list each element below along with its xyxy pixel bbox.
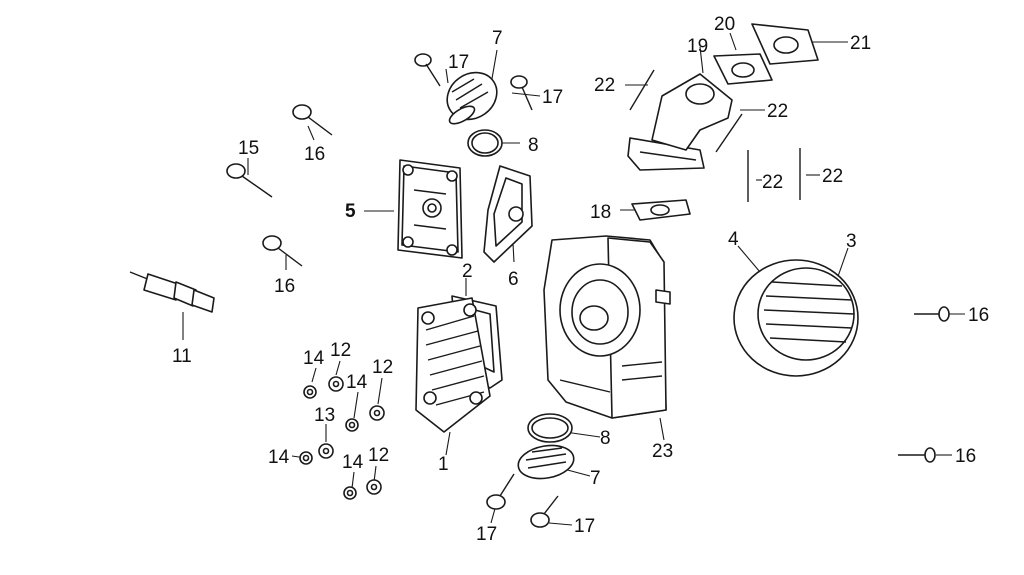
- callout-1: 1: [438, 454, 449, 475]
- callout-6: 6: [508, 269, 519, 290]
- callout-22-d: 22: [822, 166, 843, 187]
- washer-part-13: [318, 443, 334, 459]
- valve-cap-part-7-upper: [446, 71, 498, 125]
- gasket-part-6: [483, 165, 533, 263]
- flange-part-21: [751, 23, 819, 65]
- callout-14-c: 14: [268, 447, 290, 468]
- spark-plug-part-11: [129, 271, 215, 313]
- nut-part-14-c: [299, 451, 313, 465]
- stud-part-22-a: [629, 69, 655, 111]
- callout-22-b: 22: [767, 101, 788, 122]
- washer-part-12-c: [366, 479, 382, 495]
- bolt-part-16-right-lower: [898, 447, 936, 463]
- o-ring-part-8-upper: [467, 129, 503, 157]
- washer-part-12-a: [328, 376, 344, 392]
- callout-12-a: 12: [330, 340, 351, 361]
- callout-17-lower-left: 17: [476, 524, 497, 545]
- nut-part-14-d: [343, 486, 357, 500]
- callout-16-left: 16: [274, 276, 295, 297]
- callout-22-a: 22: [594, 75, 615, 96]
- callout-18: 18: [590, 202, 611, 223]
- callout-12-c: 12: [368, 445, 389, 466]
- callout-17-upper-left: 17: [448, 52, 469, 73]
- callout-11: 11: [172, 346, 192, 367]
- callout-17-lower-right: 17: [574, 516, 595, 537]
- valve-cap-part-7-lower: [517, 444, 575, 480]
- rocker-cover-part-5: [397, 159, 463, 259]
- callout-12-b: 12: [372, 357, 393, 378]
- bolt-part-16-right-upper: [914, 306, 950, 322]
- cylinder-head-part-1: [415, 297, 491, 433]
- bolt-part-15: [226, 163, 273, 198]
- cooling-shroud-part-23: [543, 235, 671, 419]
- bolt-part-17-lower-right: [530, 495, 559, 528]
- gasket-part-20: [713, 53, 773, 85]
- callout-21: 21: [850, 33, 871, 54]
- callout-15: 15: [238, 138, 259, 159]
- callout-4: 4: [728, 229, 739, 250]
- nut-part-14-a: [303, 385, 317, 399]
- callout-16-right-lower: 16: [955, 446, 976, 467]
- bolt-part-17-upper-right: [510, 75, 533, 111]
- callout-19: 19: [687, 36, 708, 57]
- callout-13: 13: [314, 405, 335, 426]
- callout-20: 20: [714, 14, 735, 35]
- callout-8-upper: 8: [528, 135, 539, 156]
- callout-2: 2: [462, 261, 473, 282]
- callout-23: 23: [652, 441, 673, 462]
- callout-14-b: 14: [346, 372, 368, 393]
- intake-manifold-part-19: [627, 73, 733, 171]
- callouts: 1 2 3 4 5 6 7 7 8 8 11 12 12 12 13 14 14…: [172, 14, 989, 545]
- callout-5: 5: [345, 201, 356, 222]
- callout-16-right-upper: 16: [968, 305, 989, 326]
- nut-part-14-b: [345, 418, 359, 432]
- grille-cover-part-3: [757, 267, 855, 361]
- stud-part-22-b: [715, 113, 743, 153]
- callout-14-a: 14: [303, 348, 325, 369]
- callout-8-lower: 8: [600, 428, 611, 449]
- washer-part-12-b: [369, 405, 385, 421]
- callout-16-top: 16: [304, 144, 325, 165]
- callout-7-lower: 7: [590, 468, 601, 489]
- callout-7-upper: 7: [492, 28, 503, 49]
- bolt-part-17-upper-left: [414, 53, 441, 87]
- callout-3: 3: [846, 231, 857, 252]
- gasket-part-18: [631, 199, 691, 221]
- callout-14-d: 14: [342, 452, 364, 473]
- bolt-part-17-lower-left: [486, 473, 515, 510]
- bolt-part-16-top: [292, 104, 333, 136]
- callout-17-upper-right: 17: [542, 87, 563, 108]
- callout-22-c: 22: [762, 172, 783, 193]
- o-ring-part-8-lower: [527, 413, 573, 443]
- bolt-part-16-left: [262, 235, 303, 267]
